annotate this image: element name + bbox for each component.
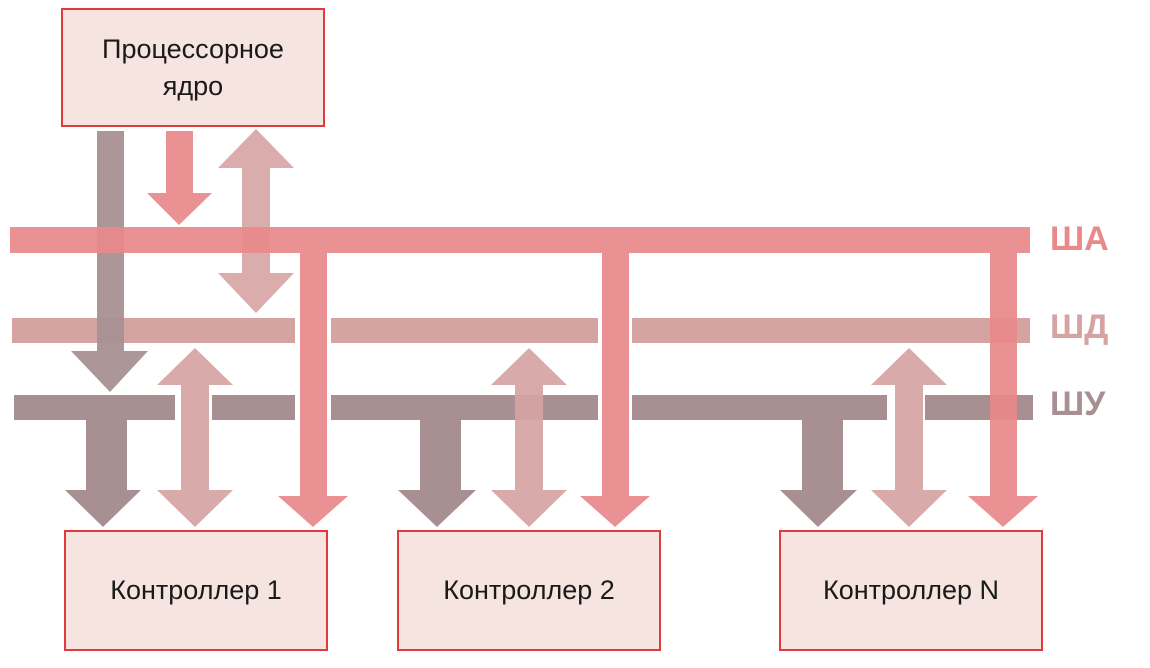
control-bus-line — [14, 395, 175, 420]
control-bus-line — [212, 395, 295, 420]
controller-1-label: Контроллер 1 — [110, 575, 282, 606]
controller-1-box: Контроллер 1 — [64, 530, 328, 651]
control-bus — [14, 395, 1033, 420]
data-to-controller-arrows — [157, 348, 947, 527]
data-bus — [12, 318, 1030, 343]
address-bus — [10, 131, 1038, 527]
core-control-arrow — [71, 131, 148, 392]
address-bus-line — [10, 227, 1030, 253]
data-bus-line — [632, 318, 1030, 343]
controller-n-label: Контроллер N — [822, 575, 999, 606]
controller-n-box: Контроллер N — [779, 530, 1043, 651]
control-bus-label: ШУ — [1050, 385, 1106, 423]
core-data-arrow — [218, 129, 294, 313]
data-bus-line — [12, 318, 295, 343]
controller-2-label: Контроллер 2 — [443, 575, 615, 606]
processor-core-label: Процессорное ядро — [102, 34, 284, 101]
control-to-controller-arrows — [65, 420, 857, 527]
control-bus-line — [331, 395, 598, 420]
address-bus-label: ША — [1050, 220, 1109, 258]
controller-2-box: Контроллер 2 — [397, 530, 661, 651]
data-bus-label: ШД — [1050, 308, 1109, 346]
data-bus-line — [331, 318, 598, 343]
processor-core-box: Процессорное ядро — [61, 8, 325, 127]
control-bus-line — [632, 395, 887, 420]
